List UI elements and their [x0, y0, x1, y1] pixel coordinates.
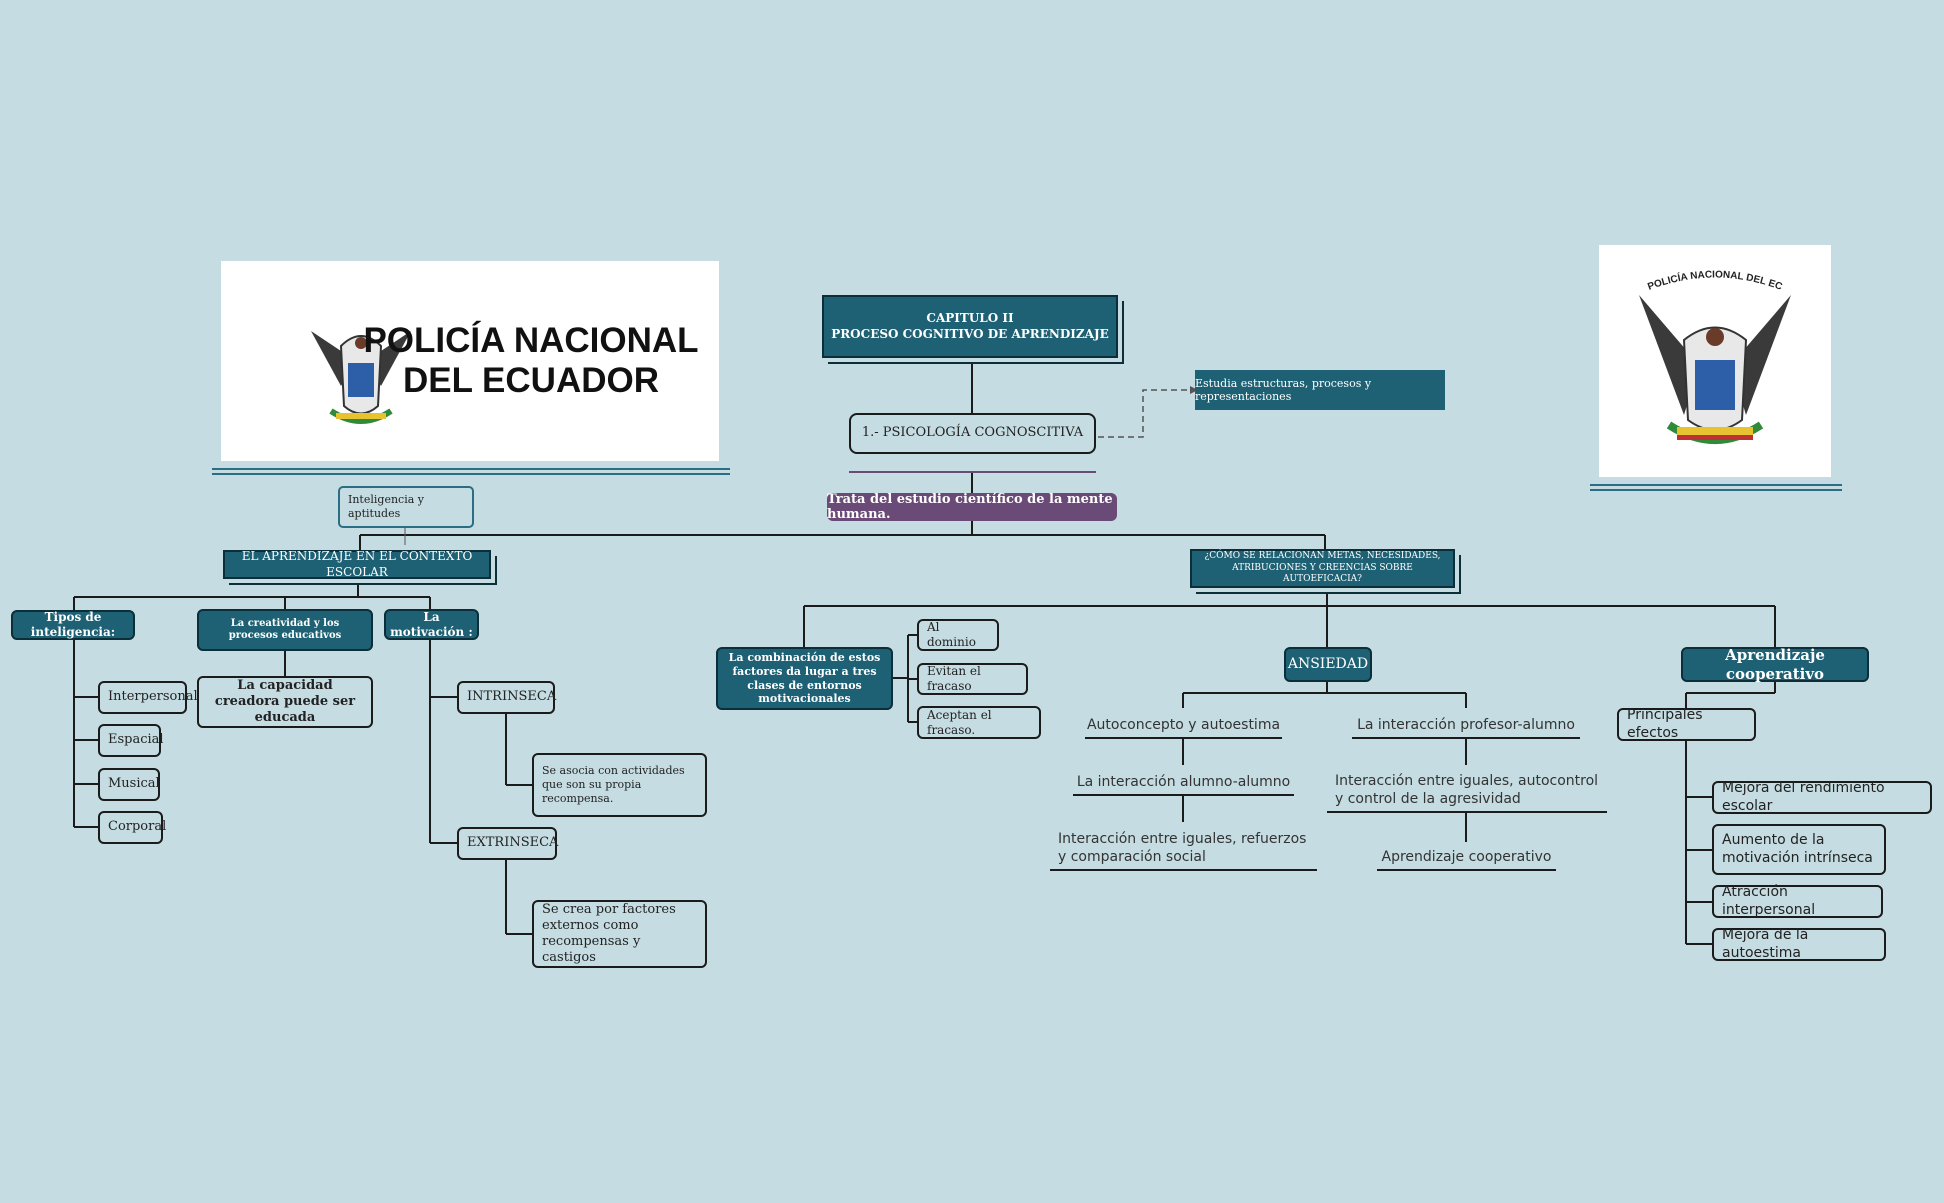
ansiedad-item-label: Interacción entre iguales, refuerzos y c…: [1058, 830, 1307, 865]
intrinseca-label: INTRINSECA: [467, 689, 557, 705]
entorno-label: Evitan el fracaso: [927, 664, 981, 693]
ansiedad-item-label: La interacción alumno-alumno: [1076, 773, 1291, 790]
principales-efectos-node: Principales efectos: [1617, 707, 1756, 741]
extrinseca-label: EXTRINSECA: [467, 835, 559, 851]
estudia-label: Estudia estructuras, procesos y represen…: [1195, 377, 1372, 403]
tipo-corporal: Corporal: [98, 811, 167, 844]
extrinseca-desc-node: Se crea por factores externos como recom…: [532, 900, 707, 968]
tipo-label: Corporal: [108, 819, 167, 835]
logo-line-2: DEL ECUADOR: [402, 361, 660, 400]
eagle-emblem-icon: [311, 331, 411, 424]
tipo-interpersonal: Interpersonal: [98, 681, 198, 714]
logo-underline-2: [212, 473, 730, 475]
logo-text: POLICÍA NACIONAL DEL ECUADOR: [351, 321, 711, 401]
principales-efectos-label: Principales efectos: [1627, 707, 1703, 741]
inteligencia-aptitudes-label: Inteligencia y aptitudes: [348, 493, 424, 520]
logo-underline-1: [212, 468, 730, 470]
tipo-espacial: Espacial: [98, 724, 164, 757]
aprendizaje-cooperativo-node: Aprendizaje cooperativo: [1681, 645, 1869, 683]
trata-label: Trata del estudio científico de la mente…: [827, 492, 1113, 522]
autoconcepto-item: Autoconcepto y autoestima: [1085, 708, 1282, 738]
entorno-label: Al dominio: [927, 620, 976, 649]
chapter-title: CAPITULO II PROCESO COGNITIVO DE APRENDI…: [822, 295, 1118, 358]
capacidad-creadora-node: La capacidad creadora puede ser educada: [197, 676, 373, 728]
svg-text:POLICÍA NACIONAL DEL ECUADOR: POLICÍA NACIONAL DEL ECUADOR: [1599, 245, 1784, 293]
iguales-autocontrol-item: Interacción entre iguales, autocontrol y…: [1327, 765, 1607, 812]
extrinseca-desc-label: Se crea por factores externos como recom…: [542, 901, 676, 966]
ansiedad-item-label: Interacción entre iguales, autocontrol y…: [1335, 772, 1599, 807]
logo-policia-wide: POLICÍA NACIONAL DEL ECUADOR: [221, 261, 719, 461]
logo-sq-underline-2: [1590, 489, 1842, 491]
efecto-label: Mejora de la autoestima: [1722, 927, 1809, 961]
combinacion-node: La combinación de estos factores da luga…: [716, 647, 893, 710]
extrinseca-node: EXTRINSECA: [457, 827, 559, 860]
aprendizaje-cooperativo-item: Aprendizaje cooperativo: [1377, 842, 1556, 870]
aprendizaje-contexto-label: EL APRENDIZAJE EN EL CONTEXTO ESCOLAR: [241, 548, 473, 579]
ansiedad-item-label: Aprendizaje cooperativo: [1381, 848, 1552, 865]
tipo-label: Espacial: [108, 732, 164, 748]
psicologia-label: 1.- PSICOLOGÍA COGNOSCITIVA: [861, 425, 1084, 441]
eagle-emblem-icon: POLICÍA NACIONAL DEL ECUADOR: [1595, 237, 1791, 444]
motivacion-label: La motivación :: [390, 609, 473, 639]
combinacion-label: La combinación de estos factores da luga…: [728, 651, 881, 706]
creatividad-label: La creatividad y los procesos educativos: [228, 617, 342, 642]
logo-sq-underline-1: [1590, 484, 1842, 486]
ansiedad-item-label: La interacción profesor-alumno: [1357, 716, 1575, 733]
entorno-label: Aceptan el fracaso.: [927, 707, 992, 737]
trata-node: Trata del estudio científico de la mente…: [827, 492, 1117, 522]
ansiedad-node: ANSIEDAD: [1284, 647, 1372, 682]
como-relacionan-node: ¿CÓMO SE RELACIONAN METAS, NECESIDADES, …: [1190, 549, 1455, 588]
aprendizaje-cooperativo-label: Aprendizaje cooperativo: [1725, 645, 1825, 683]
capacidad-creadora-label: La capacidad creadora puede ser educada: [214, 677, 356, 726]
intrinseca-desc-label: Se asocia con actividades que son su pro…: [542, 764, 685, 805]
efecto-motivacion: Aumento de la motivación intrínseca: [1712, 824, 1886, 875]
tipos-inteligencia-label: Tipos de inteligencia:: [30, 610, 116, 639]
tipo-label: Musical: [108, 776, 160, 792]
estudia-node: Estudia estructuras, procesos y represen…: [1195, 370, 1445, 410]
inteligencia-aptitudes-node: Inteligencia y aptitudes: [338, 486, 474, 528]
efecto-rendimiento: Mejora del rendimiento escolar: [1712, 780, 1932, 814]
creatividad-node: La creatividad y los procesos educativos: [197, 609, 373, 651]
tipos-inteligencia-node: Tipos de inteligencia:: [11, 610, 135, 640]
profesor-alumno-item: La interacción profesor-alumno: [1352, 708, 1580, 738]
motivacion-node: La motivación :: [384, 609, 479, 640]
logo-policia-square: POLICÍA NACIONAL DEL ECUADOR: [1595, 237, 1831, 477]
aprendizaje-contexto-node: EL APRENDIZAJE EN EL CONTEXTO ESCOLAR: [223, 548, 491, 579]
efecto-label: Aumento de la motivación intrínseca: [1722, 832, 1873, 866]
efecto-label: Mejora del rendimiento escolar: [1722, 780, 1885, 814]
intrinseca-node: INTRINSECA: [457, 681, 557, 714]
tipo-musical: Musical: [98, 768, 160, 801]
logo-line-1: POLICÍA NACIONAL: [363, 321, 699, 360]
como-relacionan-label: ¿CÓMO SE RELACIONAN METAS, NECESIDADES, …: [1204, 550, 1441, 585]
alumno-alumno-item: La interacción alumno-alumno: [1073, 765, 1294, 795]
efecto-autoestima: Mejora de la autoestima: [1712, 927, 1886, 961]
entorno-al-dominio: Al dominio: [917, 619, 999, 651]
intrinseca-desc-node: Se asocia con actividades que son su pro…: [532, 753, 707, 817]
entorno-aceptan-fracaso: Aceptan el fracaso.: [917, 706, 1041, 739]
efecto-label: Atracción interpersonal: [1722, 884, 1816, 918]
ansiedad-label: ANSIEDAD: [1287, 655, 1369, 672]
tipo-label: Interpersonal: [108, 689, 198, 705]
efecto-atraccion: Atracción interpersonal: [1712, 884, 1883, 918]
chapter-title-line2: PROCESO COGNITIVO DE APRENDIZAJE: [831, 326, 1109, 341]
ansiedad-item-label: Autoconcepto y autoestima: [1086, 716, 1281, 733]
psicologia-node: 1.- PSICOLOGÍA COGNOSCITIVA: [849, 413, 1096, 454]
chapter-title-line1: CAPITULO II: [926, 310, 1014, 325]
entorno-evitan-fracaso: Evitan el fracaso: [917, 663, 1028, 695]
iguales-refuerzos-item: Interacción entre iguales, refuerzos y c…: [1050, 822, 1317, 870]
